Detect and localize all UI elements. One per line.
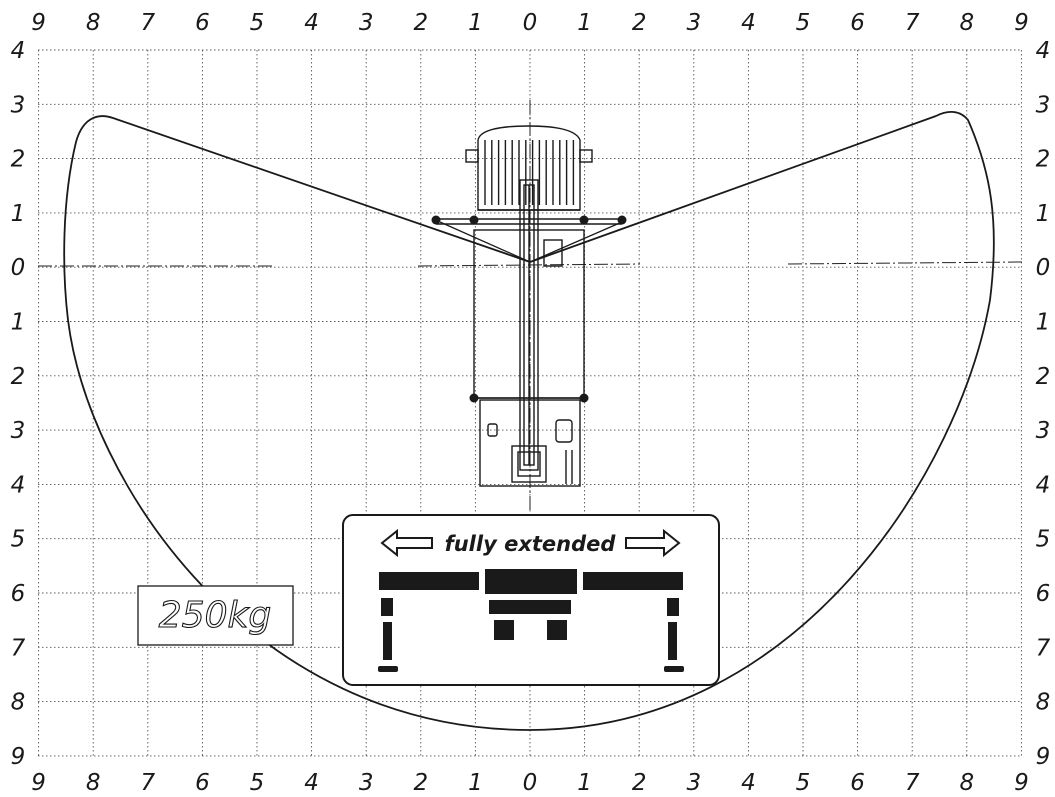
bottom-axis-label: 8 [86, 770, 101, 796]
right-axis-label: 2 [1036, 147, 1051, 173]
bottom-axis-label: 7 [905, 770, 920, 796]
working-envelope [63, 111, 995, 731]
top-axis-label: 5 [796, 10, 811, 36]
top-axis-labels: 9 8 7 6 5 4 3 2 1 0 1 2 3 4 5 6 7 8 9 [31, 10, 1028, 36]
right-axis-label: 6 [1036, 581, 1051, 607]
left-axis-label: 3 [11, 418, 26, 444]
top-axis-label: 9 [1014, 10, 1029, 36]
left-axis-label: 3 [11, 92, 26, 118]
right-axis-label: 1 [1036, 310, 1051, 336]
top-axis-label: 2 [632, 10, 647, 36]
bottom-axis-label: 2 [632, 770, 647, 796]
bottom-axis-label: 5 [250, 770, 265, 796]
top-axis-label: 9 [31, 10, 46, 36]
bottom-axis-label: 9 [1014, 770, 1029, 796]
top-axis-label: 3 [359, 10, 374, 36]
left-arrow-icon [380, 528, 433, 558]
front-outriggers [431, 215, 627, 225]
left-axis-label: 2 [11, 147, 26, 173]
right-axis-label: 7 [1036, 635, 1051, 661]
top-axis-label: 8 [86, 10, 101, 36]
outrigger-extended-icon [378, 569, 684, 672]
left-axis-label: 2 [11, 364, 26, 390]
top-axis-label: 1 [468, 10, 483, 36]
right-axis-label: 3 [1036, 92, 1051, 118]
bottom-axis-label: 4 [741, 770, 756, 796]
bottom-axis-label: 1 [577, 770, 592, 796]
right-axis-label: 8 [1036, 690, 1051, 716]
right-axis-label: 0 [1036, 255, 1051, 281]
legend-text: fully extended [445, 532, 617, 556]
top-axis-label: 8 [959, 10, 974, 36]
left-axis-label: 5 [11, 527, 26, 553]
bottom-axis-labels: 9 8 7 6 5 4 3 2 1 0 1 2 3 4 5 6 7 8 9 [31, 770, 1028, 796]
slew-ray-left [439, 221, 531, 263]
top-axis-label: 5 [250, 10, 265, 36]
left-axis-label: 4 [11, 38, 26, 64]
legend-box: fully extended [342, 514, 720, 686]
bottom-axis-label: 7 [140, 770, 155, 796]
bottom-axis-label: 6 [850, 770, 865, 796]
left-axis-label: 9 [11, 744, 26, 770]
right-axis-label: 2 [1036, 364, 1051, 390]
top-axis-label: 0 [523, 10, 538, 36]
right-axis-label: 4 [1036, 38, 1051, 64]
horizontal-centerline-right [787, 261, 1023, 265]
top-axis-label: 7 [905, 10, 920, 36]
left-axis-label: 1 [11, 201, 26, 227]
right-axis-label: 1 [1036, 201, 1051, 227]
work-platform [465, 125, 593, 211]
left-axis-label: 7 [11, 635, 26, 661]
left-axis-label: 8 [11, 690, 26, 716]
top-axis-label: 3 [686, 10, 701, 36]
left-axis-label: 6 [11, 581, 26, 607]
load-capacity-label: 250kg [159, 595, 271, 636]
top-axis-label: 6 [195, 10, 210, 36]
rear-unit [479, 399, 581, 487]
top-axis-label: 7 [140, 10, 155, 36]
bottom-axis-label: 9 [31, 770, 46, 796]
left-axis-label: 0 [11, 255, 26, 281]
slew-ray-right [529, 221, 623, 263]
right-axis-label: 5 [1036, 527, 1051, 553]
bottom-axis-label: 3 [686, 770, 701, 796]
left-axis-label: 1 [11, 310, 26, 336]
bottom-axis-label: 1 [468, 770, 483, 796]
left-axis-labels: 4 3 2 1 0 1 2 3 4 5 6 7 8 9 [11, 38, 26, 770]
chassis [469, 229, 589, 403]
top-axis-label: 4 [304, 10, 319, 36]
right-arrow-icon [625, 528, 681, 558]
bottom-axis-label: 8 [959, 770, 974, 796]
left-axis-label: 4 [11, 472, 26, 498]
top-axis-label: 6 [850, 10, 865, 36]
load-capacity-box: 250kg [137, 585, 294, 646]
bottom-axis-label: 6 [195, 770, 210, 796]
top-axis-label: 4 [741, 10, 756, 36]
right-axis-labels: 4 3 2 1 0 1 2 3 4 5 6 7 8 9 [1036, 38, 1051, 770]
bottom-axis-label: 2 [413, 770, 428, 796]
right-axis-label: 3 [1036, 418, 1051, 444]
bottom-axis-label: 4 [304, 770, 319, 796]
telescopic-boom [519, 179, 563, 471]
bottom-axis-label: 5 [796, 770, 811, 796]
machine-top-view [431, 125, 627, 487]
right-axis-label: 9 [1036, 744, 1051, 770]
bottom-axis-label: 3 [359, 770, 374, 796]
right-axis-label: 4 [1036, 472, 1051, 498]
top-axis-label: 2 [413, 10, 428, 36]
top-axis-label: 1 [577, 10, 592, 36]
bottom-axis-label: 0 [523, 770, 538, 796]
